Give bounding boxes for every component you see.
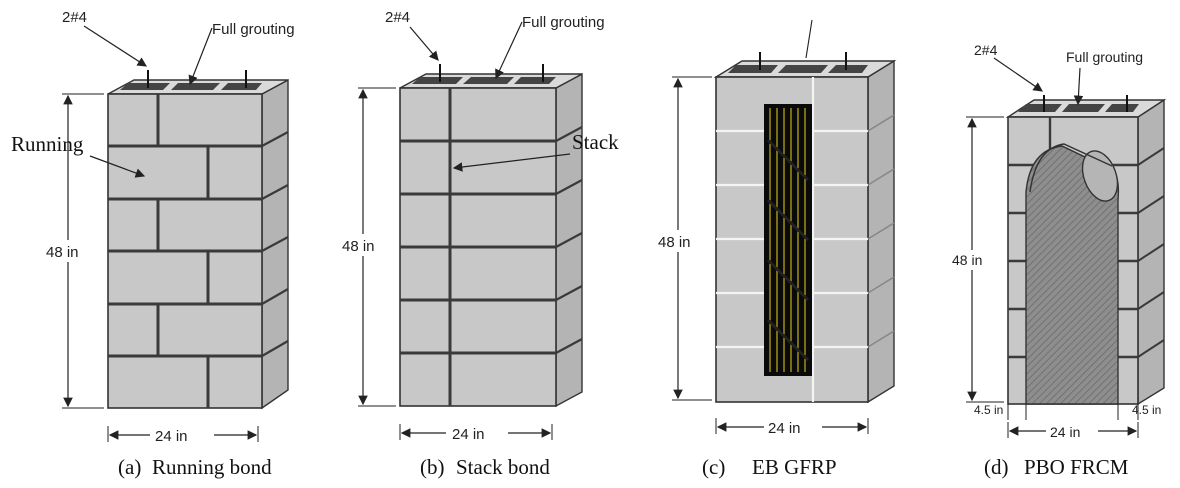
frcm-sheet bbox=[1025, 143, 1120, 405]
grout-label-a: Full grouting bbox=[212, 21, 295, 38]
caption-text-d: PBO FRCM bbox=[1024, 455, 1129, 479]
height-dimension-c: 48 in bbox=[656, 76, 712, 401]
pattern-leader-b bbox=[452, 153, 571, 172]
width-label-b: 24 in bbox=[452, 426, 485, 443]
prism-d bbox=[1005, 95, 1167, 406]
grout-label-d: Full grouting bbox=[1066, 49, 1143, 65]
right-gap-label-d: 4.5 in bbox=[1132, 403, 1161, 417]
panel-c-eb-gfrp: 48 in 24 in (c) EB GFRP bbox=[656, 19, 897, 479]
height-label-c: 48 in bbox=[658, 234, 691, 251]
height-label-b: 48 in bbox=[342, 238, 375, 255]
height-dimension-d: 48 in bbox=[950, 116, 1004, 403]
width-dimension-d: 24 in bbox=[1007, 422, 1139, 440]
grout-leader-d bbox=[1073, 67, 1084, 106]
pattern-leader-a bbox=[89, 155, 146, 178]
caption-text-b: Stack bond bbox=[456, 455, 550, 479]
rebar-label-a: 2#4 bbox=[62, 9, 87, 26]
left-gap-label-d: 4.5 in bbox=[974, 403, 1003, 417]
width-label-a: 24 in bbox=[155, 428, 188, 445]
grout-leader-b bbox=[495, 21, 523, 80]
caption-text-a: Running bond bbox=[152, 455, 272, 479]
height-label-d: 48 in bbox=[952, 252, 982, 268]
panel-d-pbo-frcm: 2#4 Full grouting 48 in 4.5 in 4.5 in 24… bbox=[950, 42, 1167, 479]
width-label-d: 24 in bbox=[1050, 424, 1080, 440]
rebar-leader-a bbox=[83, 25, 148, 67]
height-dimension-b: 48 in bbox=[340, 87, 396, 407]
height-label-a: 48 in bbox=[46, 244, 79, 261]
width-label-c: 24 in bbox=[768, 420, 801, 437]
grout-leader-a bbox=[188, 27, 213, 86]
caption-letter-b: (b) bbox=[420, 455, 445, 479]
panel-b-stack-bond: 2#4 Full grouting Stack 48 in 24 in (b) … bbox=[340, 9, 619, 479]
caption-letter-a: (a) bbox=[118, 455, 141, 479]
gfrp-strip bbox=[764, 104, 812, 376]
caption-letter-d: (d) bbox=[984, 455, 1009, 479]
prism-a bbox=[107, 70, 289, 410]
panel-a-running-bond: 2#4 Full grouting Running 48 in 24 in (a… bbox=[11, 9, 295, 479]
rebar-leader-d bbox=[993, 57, 1043, 92]
height-dimension-a: 48 in bbox=[44, 93, 104, 409]
gap-dimensions-d: 4.5 in 4.5 in bbox=[974, 403, 1161, 420]
rebar-label-b: 2#4 bbox=[385, 9, 410, 26]
width-dimension-a: 24 in bbox=[107, 426, 259, 445]
grout-label-b: Full grouting bbox=[522, 14, 605, 31]
width-dimension-c: 24 in bbox=[715, 418, 869, 437]
top-leader-c bbox=[805, 19, 813, 59]
caption-letter-c: (c) bbox=[702, 455, 725, 479]
prism-c bbox=[713, 19, 897, 404]
prism-b bbox=[399, 64, 583, 408]
rebar-label-d: 2#4 bbox=[974, 42, 998, 58]
width-dimension-b: 24 in bbox=[399, 424, 553, 443]
pattern-label-b: Stack bbox=[572, 130, 619, 154]
pattern-label-a: Running bbox=[11, 132, 84, 156]
rebar-leader-b bbox=[409, 26, 439, 61]
caption-text-c: EB GFRP bbox=[752, 455, 837, 479]
